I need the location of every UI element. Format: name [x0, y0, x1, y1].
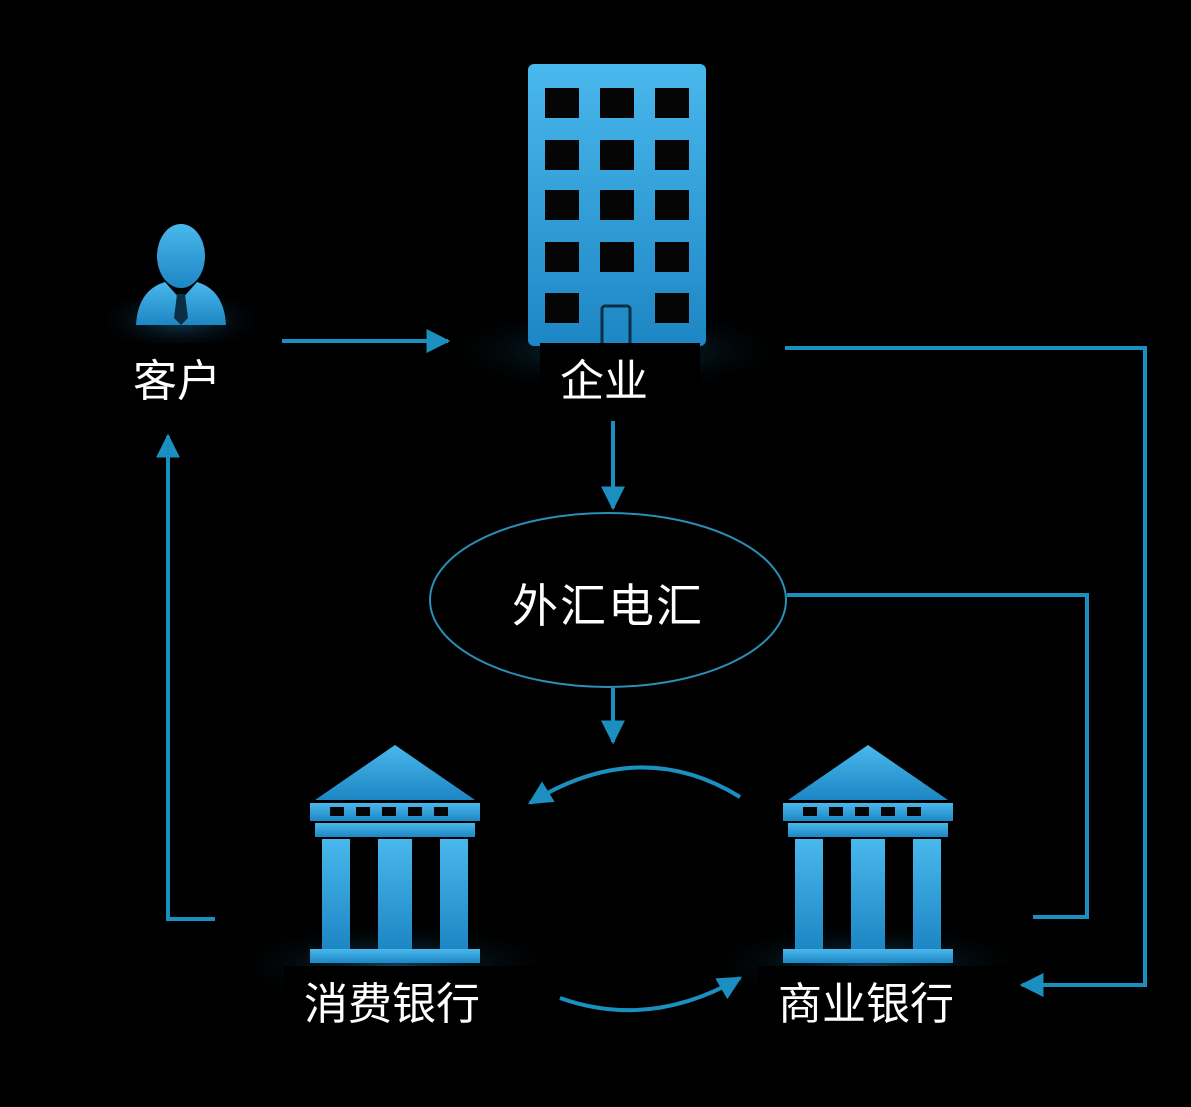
commercial-bank-label-text: 商业银行 [778, 979, 954, 1030]
office-building-icon [528, 64, 706, 348]
building-window [655, 293, 689, 323]
bank-icon [783, 745, 953, 963]
building-window [600, 190, 634, 220]
enterprise-label: 企业 [540, 343, 700, 421]
curve-arrow-consumer-to-commercial [559, 976, 743, 1013]
center-ellipse [429, 512, 787, 688]
customer-label: 客户 [113, 343, 330, 421]
building-window [545, 190, 579, 220]
building-window [655, 88, 689, 118]
enterprise-label-text: 企业 [560, 356, 648, 407]
arrow-enterprise-to-commercial-bank [785, 346, 1147, 997]
curve-arrow-commercial-to-consumer [527, 765, 742, 805]
center-label: 外汇电汇 [512, 579, 704, 633]
bank-icon [310, 745, 480, 963]
building-window [600, 242, 634, 272]
building-window [655, 242, 689, 272]
building-window [545, 88, 579, 118]
building-window [600, 140, 634, 170]
building-window [545, 242, 579, 272]
commercial-bank-label: 商业银行 [758, 966, 1018, 1044]
consumer-bank-label: 消费银行 [284, 966, 557, 1044]
building-window [655, 140, 689, 170]
line-center-to-commercial-bank [787, 593, 1089, 919]
arrow-consumer-bank-to-customer [156, 433, 215, 921]
building-window [600, 88, 634, 118]
person-icon [136, 224, 226, 325]
building-window [545, 293, 579, 323]
building-window [545, 140, 579, 170]
customer-label-text: 客户 [133, 356, 221, 407]
consumer-bank-label-text: 消费银行 [304, 979, 480, 1030]
building-window [655, 190, 689, 220]
